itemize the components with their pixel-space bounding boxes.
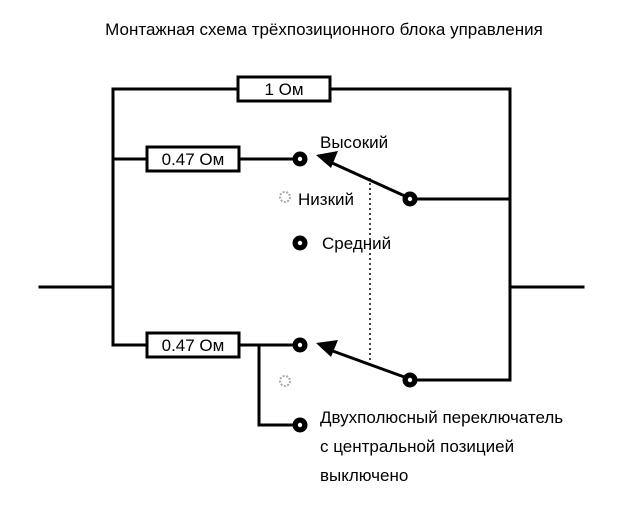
label-low: Низкий — [298, 190, 354, 209]
lower-bottom-contact — [292, 417, 308, 433]
lower-switch-lever — [328, 348, 409, 380]
upper-switch-lever — [328, 160, 409, 199]
low-contact-faded — [279, 191, 291, 203]
medium-contact — [292, 235, 308, 251]
note-line-3: выключено — [320, 466, 408, 485]
lower-common-contact — [402, 372, 418, 388]
diagram-title: Монтажная схема трёхпозиционного блока у… — [105, 20, 543, 39]
upper-switch-arrowhead — [316, 151, 338, 168]
lower-middle-contact-faded — [279, 375, 291, 387]
lower-top-contact — [292, 337, 308, 353]
label-high: Высокий — [320, 133, 388, 152]
label-medium: Средний — [322, 234, 391, 253]
lower-switch-arrowhead — [316, 340, 338, 357]
note-line-2: с центральной позицией — [320, 437, 514, 456]
upper-common-contact — [402, 191, 418, 207]
upper-high-contact — [292, 151, 308, 167]
resistor-top — [236, 75, 332, 103]
resistor-top-label: 1 Ом — [264, 80, 303, 99]
resistor-lower-label: 0.47 Ом — [162, 336, 225, 355]
note-line-1: Двухполюсный переключатель — [320, 408, 563, 427]
resistor-upper-label: 0.47 Ом — [162, 150, 225, 169]
